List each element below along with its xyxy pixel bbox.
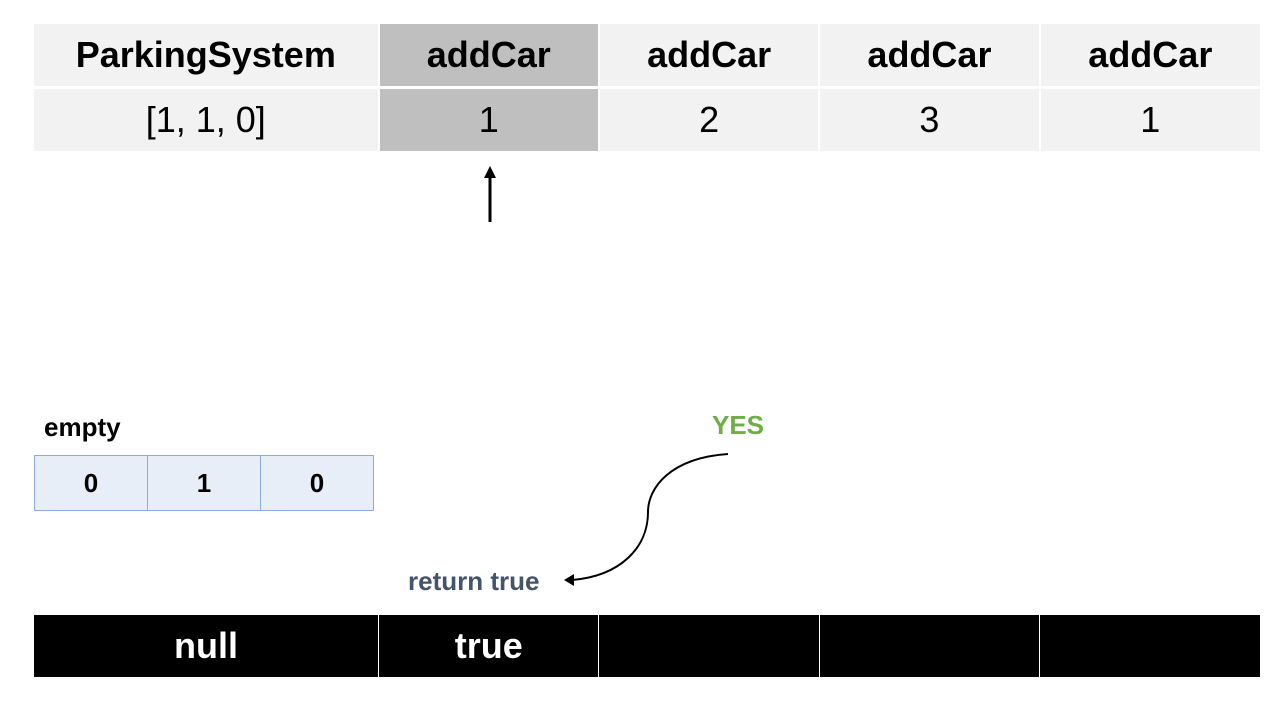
empty-array-cell: 0 (34, 455, 148, 511)
empty-array-cell: 1 (147, 455, 261, 511)
empty-array-label: empty (44, 412, 121, 442)
operation-name-cell: addCar (1039, 24, 1260, 89)
operation-arg-cell: [1, 1, 0] (34, 87, 380, 154)
operations-name-row: ParkingSystem addCar addCar addCar addCa… (34, 24, 1260, 89)
output-cell: null (34, 615, 380, 677)
operation-name-cell: addCar (819, 24, 1041, 89)
operation-arg-cell: 2 (598, 87, 821, 154)
curved-arrow-icon (564, 453, 729, 586)
operation-arg-cell: 3 (819, 87, 1041, 154)
operations-args-row: [1, 1, 0] 1 2 3 1 (34, 87, 1260, 154)
output-row: null true (34, 615, 1260, 677)
output-table: null true (34, 615, 1260, 677)
output-cell: true (378, 615, 600, 677)
output-cell (819, 615, 1041, 677)
operation-name-cell: addCar (598, 24, 821, 89)
operations-table: ParkingSystem addCar addCar addCar addCa… (34, 24, 1260, 154)
output-cell (598, 615, 820, 677)
operation-name-cell-active: addCar (378, 24, 600, 89)
yes-label: YES (712, 410, 765, 440)
operation-name-cell: ParkingSystem (34, 24, 380, 89)
operation-arg-cell: 1 (1039, 87, 1260, 154)
empty-array: 0 1 0 (34, 455, 374, 511)
pointer-arrow-icon (484, 166, 496, 222)
return-true-label: return true (408, 566, 540, 596)
empty-array-cell: 0 (260, 455, 374, 511)
output-cell (1039, 615, 1260, 677)
operation-arg-cell-active: 1 (378, 87, 600, 154)
